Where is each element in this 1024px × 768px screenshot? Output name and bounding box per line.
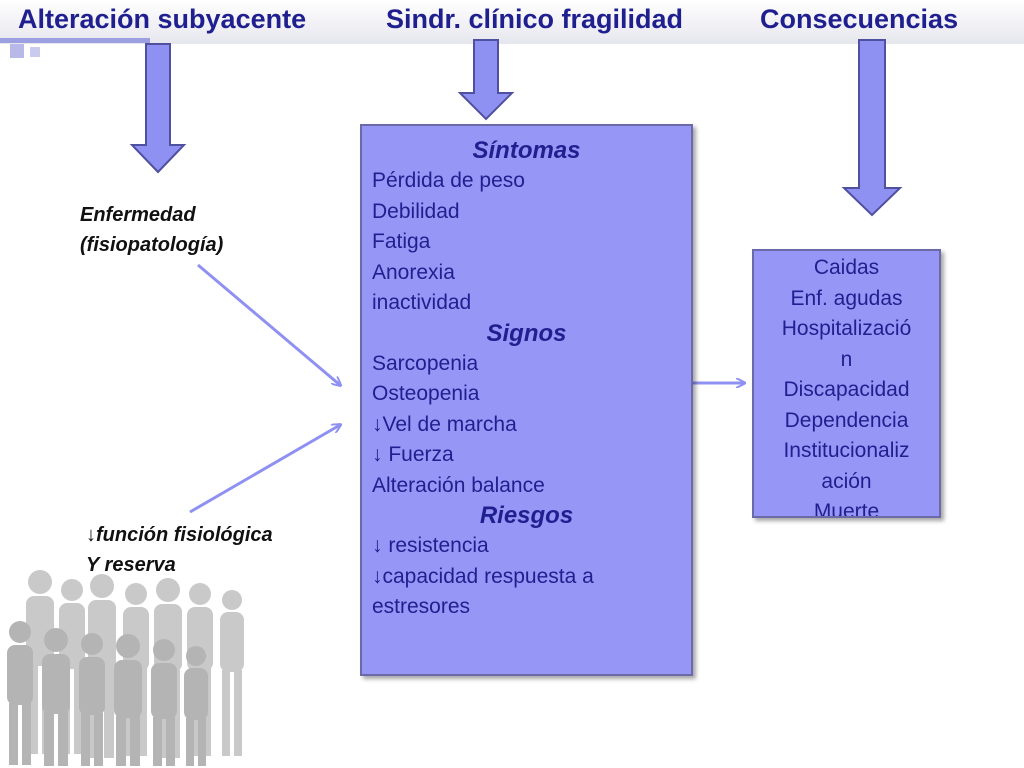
outcomes-box: Caidas Enf. agudas Hospitalizació n Disc… [752,249,941,518]
outcome-item: Caidas [813,256,880,279]
sign-item: Osteopenia [372,382,480,405]
function-label-line1: ↓función fisiológica [86,524,273,546]
risk-item: ↓capacidad respuesta a [372,564,594,588]
outcome-item: Muerte [813,500,880,518]
symptom-item: Fatiga [372,230,431,253]
disease-label-line1: Enfermedad [80,204,196,226]
sign-item: ↓Vel de marcha [372,412,517,436]
disease-label-line2: (fisiopatología) [80,234,224,256]
symptom-item: Anorexia [372,260,455,284]
signs-heading: Signos [486,319,567,347]
symptom-item: inactividad [372,291,472,314]
symptoms-heading: Síntomas [472,137,581,164]
outcome-item: ación [821,469,872,493]
outcome-item: Dependencia [784,408,909,432]
down-arrow-1 [129,43,187,174]
column-title-underlying-alteration: Alteración subyacente [18,4,307,34]
outcome-item: Enf. agudas [790,286,903,310]
risk-item: ↓ resistencia [372,534,489,557]
outcome-item: Hospitalizació [781,317,912,340]
disease-label: Enfermedad (fisiopatología) [80,200,223,260]
outcome-item: Institucionaliz [783,439,910,462]
sign-item: Alteración balance [372,473,545,497]
outcome-item: n [840,347,853,371]
down-arrow-3 [841,39,903,217]
down-arrow-2 [457,39,515,121]
title-bar [0,0,1024,44]
symptom-item: Pérdida de peso [372,169,525,192]
sign-item: Sarcopenia [372,351,479,375]
column-title-frailty-syndrome: Sindr. clínico fragilidad [386,4,684,34]
outcome-item: Discapacidad [783,378,910,401]
syndrome-box: Síntomas Pérdida de peso Debilidad Fatig… [360,124,693,676]
risks-heading: Riesgos [479,502,574,529]
decorative-square [10,44,24,58]
title-accent-bar [0,38,150,43]
risk-item: estresores [372,595,471,618]
column-title-consequences: Consecuencias [760,4,959,34]
arrow-function-to-syndrome [189,425,340,514]
symptom-item: Debilidad [372,199,460,223]
sign-item: ↓ Fuerza [372,443,454,466]
decorative-square [30,47,40,57]
function-label: ↓función fisiológica Y reserva [86,520,273,580]
arrow-disease-to-syndrome [197,263,340,385]
people-silhouettes-image [7,570,244,766]
function-label-line2: Y reserva [86,554,176,576]
